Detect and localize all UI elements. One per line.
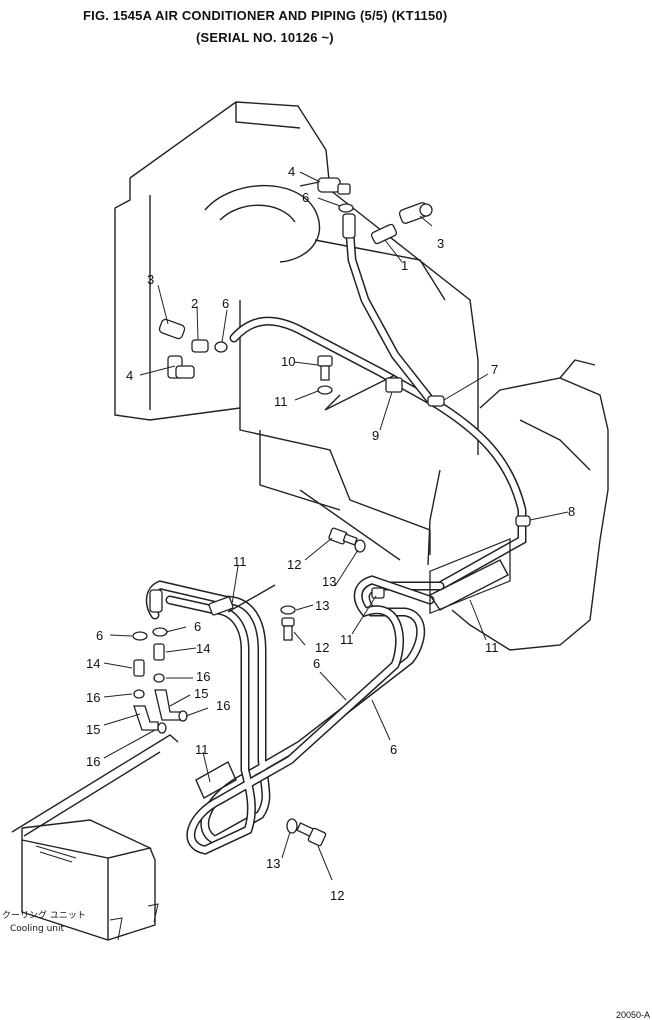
callout-13-middle: 13	[315, 598, 329, 613]
callout-14-a: 14	[196, 641, 210, 656]
callout-12-middle: 12	[315, 640, 329, 655]
callout-2: 2	[191, 296, 198, 311]
callout-6-b: 6	[96, 628, 103, 643]
callout-10: 11	[274, 394, 288, 409]
cooling-unit-label-jp: クーリング ユニット	[2, 909, 86, 921]
figure-title: FIG. 1545A AIR CONDITIONER AND PIPING (5…	[83, 8, 448, 23]
callout-1: 1	[401, 258, 408, 273]
callout-13-top: 13	[322, 574, 336, 589]
callout-3-left: 3	[147, 272, 154, 287]
callout-6-upper: 6	[302, 190, 309, 205]
fittings	[132, 177, 531, 847]
callout-8: 9	[372, 428, 379, 443]
callout-12-top: 12	[287, 557, 301, 572]
callout-5-b: 6	[390, 742, 397, 757]
callout-16-c: 16	[86, 690, 100, 705]
callout-6-left: 6	[222, 296, 229, 311]
callout-16-b: 16	[216, 698, 230, 713]
callout-4-upper: 4	[288, 164, 295, 179]
callout-15-a: 15	[194, 686, 208, 701]
callout-15-b: 15	[86, 722, 100, 737]
callout-9: 10	[281, 354, 295, 369]
leader-lines	[103, 171, 569, 881]
callout-16-d: 16	[86, 754, 100, 769]
callout-11-right-b: 11	[485, 640, 499, 655]
callout-11-right-a: 11	[340, 632, 354, 647]
callout-7-upper: 7	[491, 362, 498, 377]
callout-4-left: 4	[126, 368, 133, 383]
callout-5-a: 6	[313, 656, 320, 671]
engine-outline	[114, 101, 609, 651]
figure-serial-range: (SERIAL NO. 10126 ~)	[196, 30, 334, 45]
callout-7-lower: 8	[568, 504, 575, 519]
drawing-code: 20050-A	[615, 1010, 650, 1020]
cooling-unit-label-en: Cooling unit	[10, 924, 64, 934]
callout-16-a: 16	[196, 669, 210, 684]
callout-6-a: 6	[194, 619, 201, 634]
cooling-unit	[11, 734, 179, 941]
callout-14-b: 14	[86, 656, 100, 671]
callout-11-lower: 11	[195, 742, 209, 757]
callout-3-upper: 3	[437, 236, 444, 251]
callout-13-lower: 13	[266, 856, 280, 871]
callout-numbers: 4 6 3 1 3 2 6 4 10 11 9 7 8 11 12 13 13 …	[86, 164, 575, 903]
callout-11-top: 11	[233, 554, 247, 569]
callout-12-lower: 12	[330, 888, 344, 903]
